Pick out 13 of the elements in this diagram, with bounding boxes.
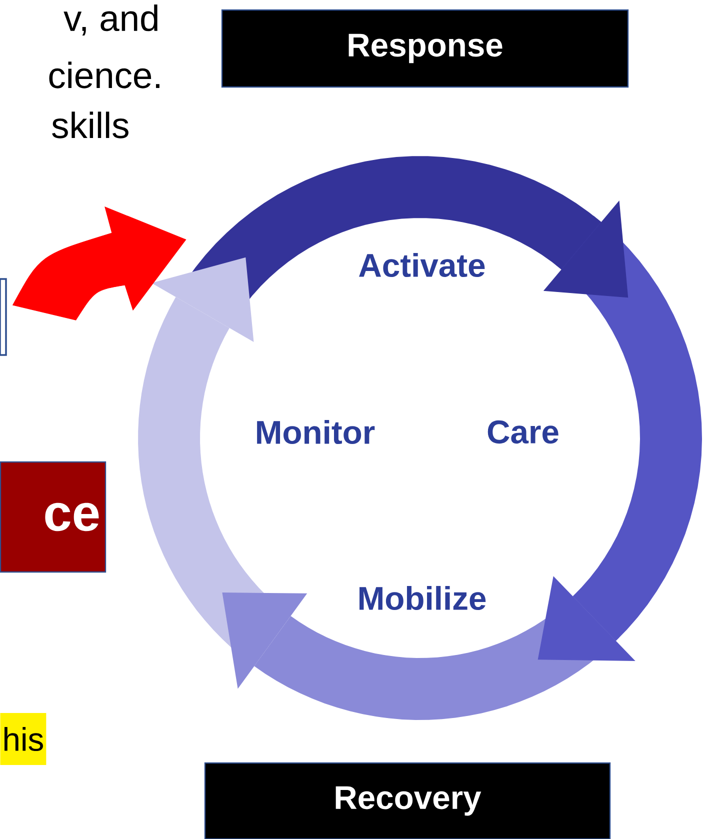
body-text: v, and — [64, 4, 158, 36]
cycle-label: Activate — [359, 252, 485, 278]
header-box: Recovery — [204, 762, 611, 839]
header-box: Response — [221, 9, 629, 88]
cycle-label: Monitor — [257, 420, 375, 444]
cycle-label: Mobilize — [360, 586, 486, 610]
body-text: skills — [52, 112, 128, 138]
highlighted-text: his — [0, 713, 46, 766]
partial-box — [0, 278, 7, 356]
title-box: ce — [0, 461, 106, 573]
cycle-label: Care — [488, 420, 558, 444]
body-text: cience. — [49, 62, 160, 88]
curved-arrow — [12, 206, 186, 320]
